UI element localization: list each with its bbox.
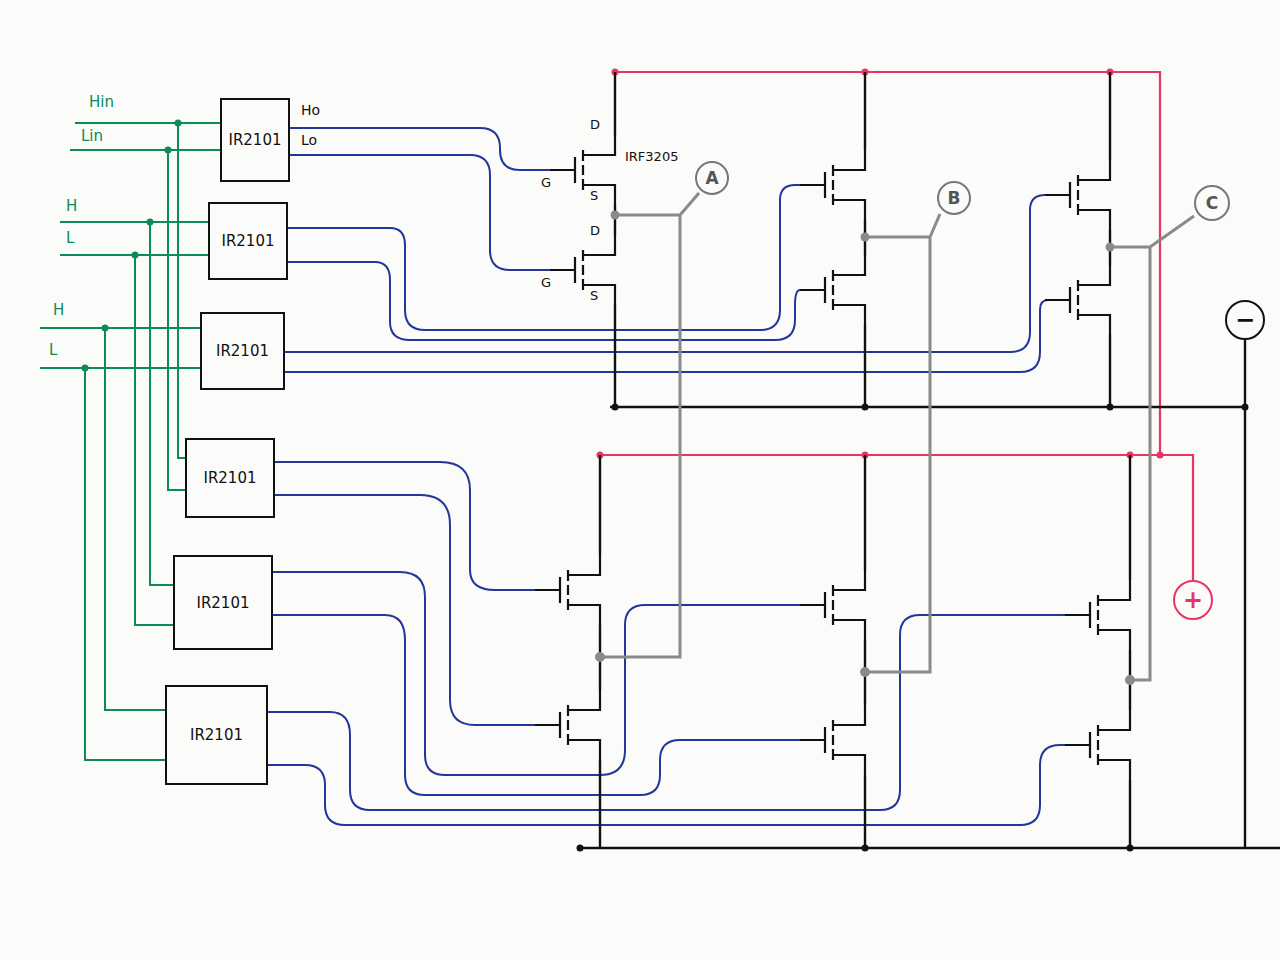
chip-name: IR2101 (203, 469, 256, 487)
driver-chip-box: IR2101 (200, 312, 285, 390)
signal-name: Lin (80, 128, 104, 145)
driver-chip-box: IR2101 (165, 685, 268, 785)
mosfet-symbol (1045, 160, 1110, 230)
mosfet-symbol (1065, 710, 1130, 780)
mosfet-symbol (535, 690, 600, 760)
driver-chip-box: IR2101 (185, 438, 275, 518)
gate-wires (268, 128, 1065, 825)
terminal-name: B (948, 188, 961, 208)
signal-name: Lo (300, 132, 318, 148)
mosfet-symbols (535, 135, 1130, 780)
part-number: IRF3205 (624, 150, 679, 165)
mosfet-symbol (1065, 580, 1130, 650)
pin-name: S (589, 189, 599, 204)
chip-name: IR2101 (190, 726, 243, 744)
pin-name: G (540, 176, 552, 191)
signal-name: H (65, 198, 78, 215)
signal-name: H (52, 302, 65, 319)
chip-name: IR2101 (221, 232, 274, 250)
phase-wires (600, 193, 1194, 680)
terminal-circle: B (937, 181, 971, 215)
driver-chip-box: IR2101 (208, 202, 288, 280)
driver-chip-box: IR2101 (220, 98, 290, 182)
signal-name: Ho (300, 102, 321, 118)
terminal-name: C (1206, 193, 1218, 213)
positive-rail (600, 72, 1193, 580)
driver-chip-box: IR2101 (173, 555, 273, 650)
mosfet-symbol (800, 150, 865, 220)
chip-name: IR2101 (196, 594, 249, 612)
pin-name: S (589, 289, 599, 304)
pin-name: D (589, 118, 601, 133)
mosfet-symbol (550, 135, 615, 205)
phase-dots (595, 211, 1135, 686)
rail-dots (597, 69, 1164, 459)
terminal-circle: C (1194, 185, 1230, 221)
ground-dots (577, 404, 1249, 852)
signal-name: L (65, 230, 75, 247)
ground-rail (580, 72, 1280, 848)
signal-name: Hin (88, 94, 115, 111)
terminal-name: + (1183, 586, 1203, 614)
signal-name: L (48, 342, 58, 359)
terminal-name: − (1235, 306, 1255, 334)
terminal-circle: − (1225, 300, 1265, 340)
mosfet-symbol (800, 570, 865, 640)
mosfet-symbol (550, 235, 615, 305)
terminal-circle: + (1173, 580, 1213, 620)
mosfet-symbol (800, 255, 865, 325)
junction-dots (82, 120, 182, 372)
mosfet-symbol (800, 705, 865, 775)
pin-name: G (540, 276, 552, 291)
terminal-circle: A (695, 161, 729, 195)
chip-name: IR2101 (228, 131, 281, 149)
mosfet-symbol (535, 555, 600, 625)
mosfet-symbol (1045, 265, 1110, 335)
terminal-name: A (705, 168, 718, 188)
chip-name: IR2101 (216, 342, 269, 360)
pin-name: D (589, 224, 601, 239)
